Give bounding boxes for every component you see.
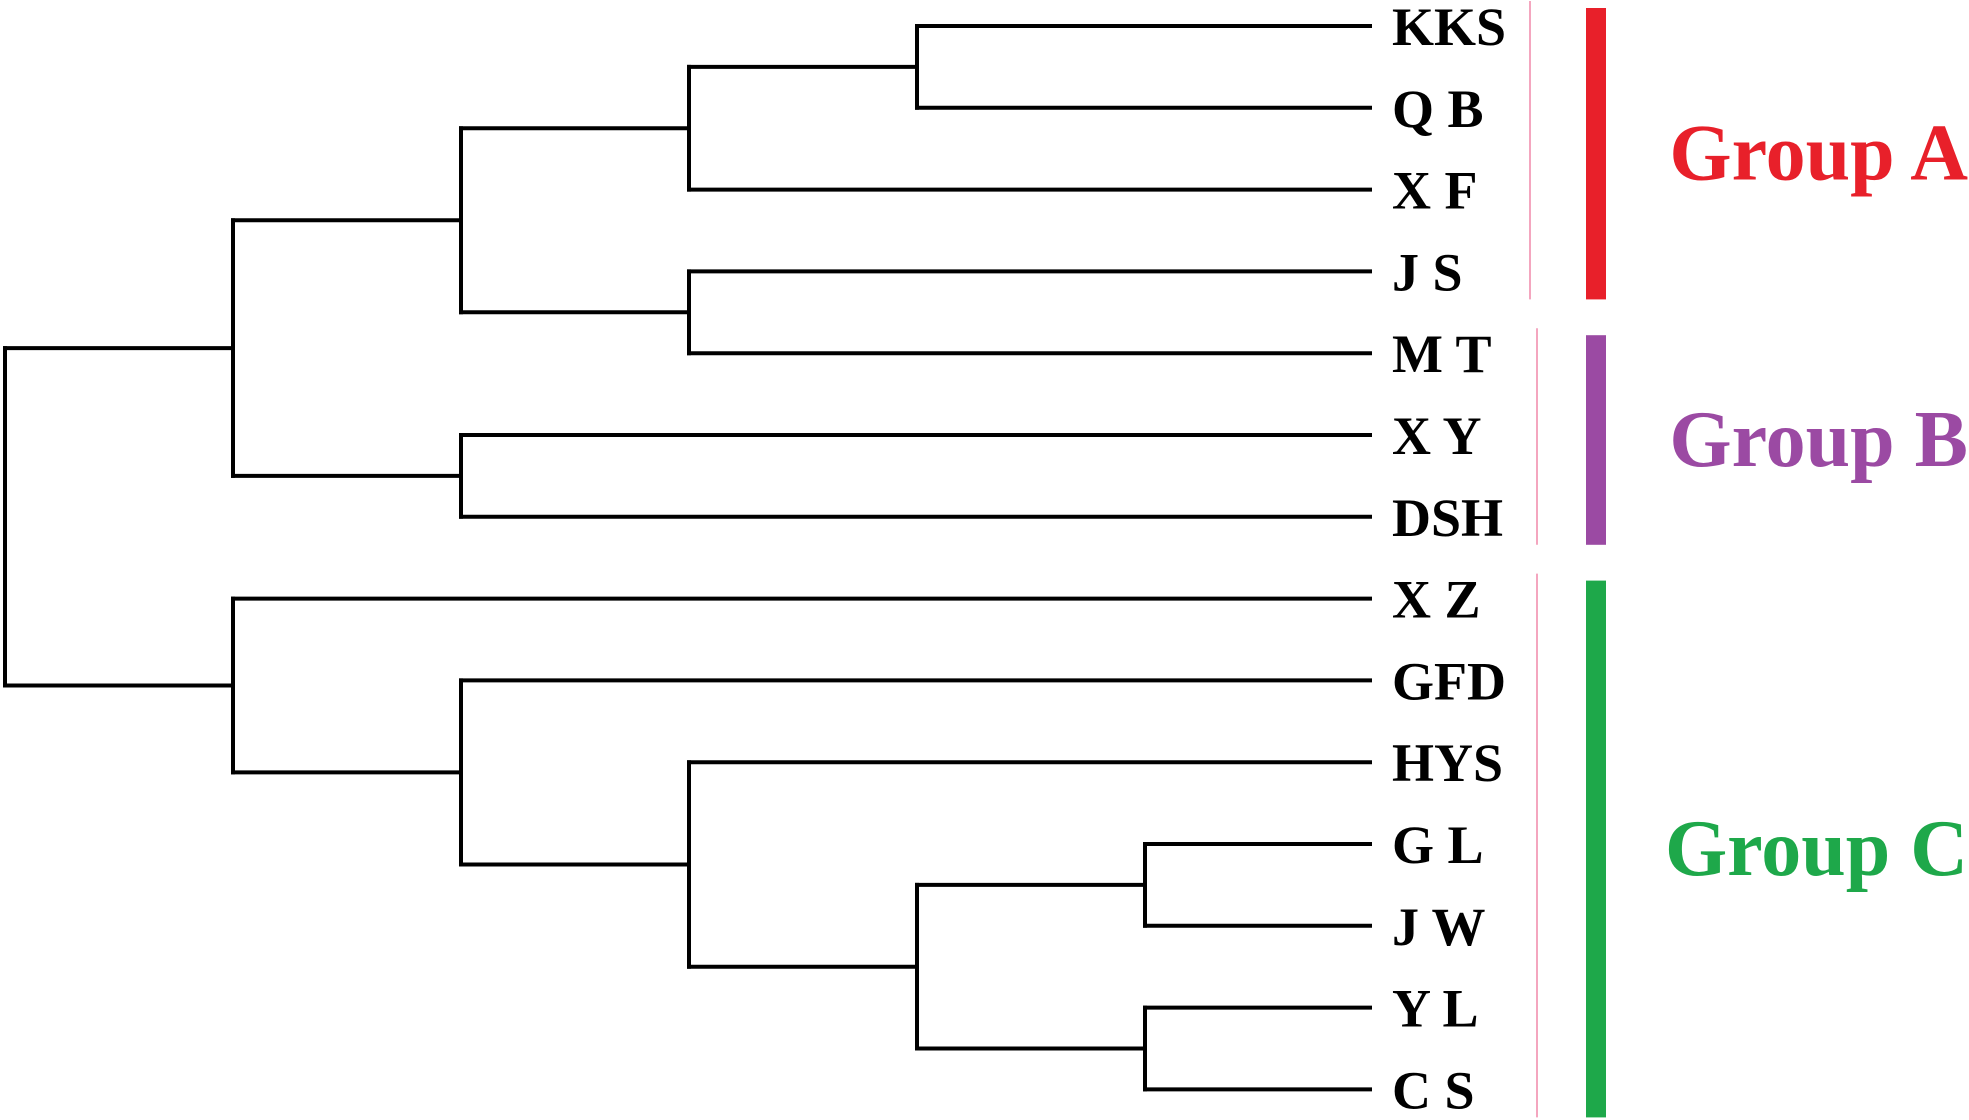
leaf-label-yl: Y L bbox=[1392, 979, 1479, 1039]
leaf-label-hys: HYS bbox=[1392, 733, 1503, 793]
leaf-label-jw: J W bbox=[1392, 897, 1486, 957]
leaf-label-gfd: GFD bbox=[1392, 651, 1506, 711]
group-annotations: Group A Group B Group C bbox=[1586, 8, 1968, 1118]
group-guide-lines bbox=[1529, 1, 1538, 1118]
leaf-labels: KKS Q B X F J S M T X Y DSH X Z GFD HYS G L J W Y L C… bbox=[1392, 0, 1506, 1120]
leaf-label-js: J S bbox=[1392, 242, 1463, 302]
group-label-c: Group C bbox=[1665, 805, 1968, 893]
leaf-label-xy: X Y bbox=[1392, 406, 1482, 466]
dendrogram-branches bbox=[3, 24, 1372, 1092]
group-label-b: Group B bbox=[1669, 396, 1968, 484]
leaf-label-kks: KKS bbox=[1392, 0, 1506, 57]
leaf-label-cs: C S bbox=[1392, 1060, 1475, 1120]
group-bar-b bbox=[1586, 335, 1606, 545]
leaf-label-gl: G L bbox=[1392, 815, 1484, 875]
leaf-label-qb: Q B bbox=[1392, 79, 1484, 139]
leaf-label-xf: X F bbox=[1392, 161, 1477, 221]
leaf-label-mt: M T bbox=[1392, 324, 1492, 384]
group-bar-c bbox=[1586, 580, 1606, 1118]
leaf-label-xz: X Z bbox=[1392, 570, 1481, 630]
leaf-label-dsh: DSH bbox=[1392, 488, 1503, 548]
group-bar-a bbox=[1586, 8, 1606, 300]
group-label-a: Group A bbox=[1669, 110, 1968, 198]
